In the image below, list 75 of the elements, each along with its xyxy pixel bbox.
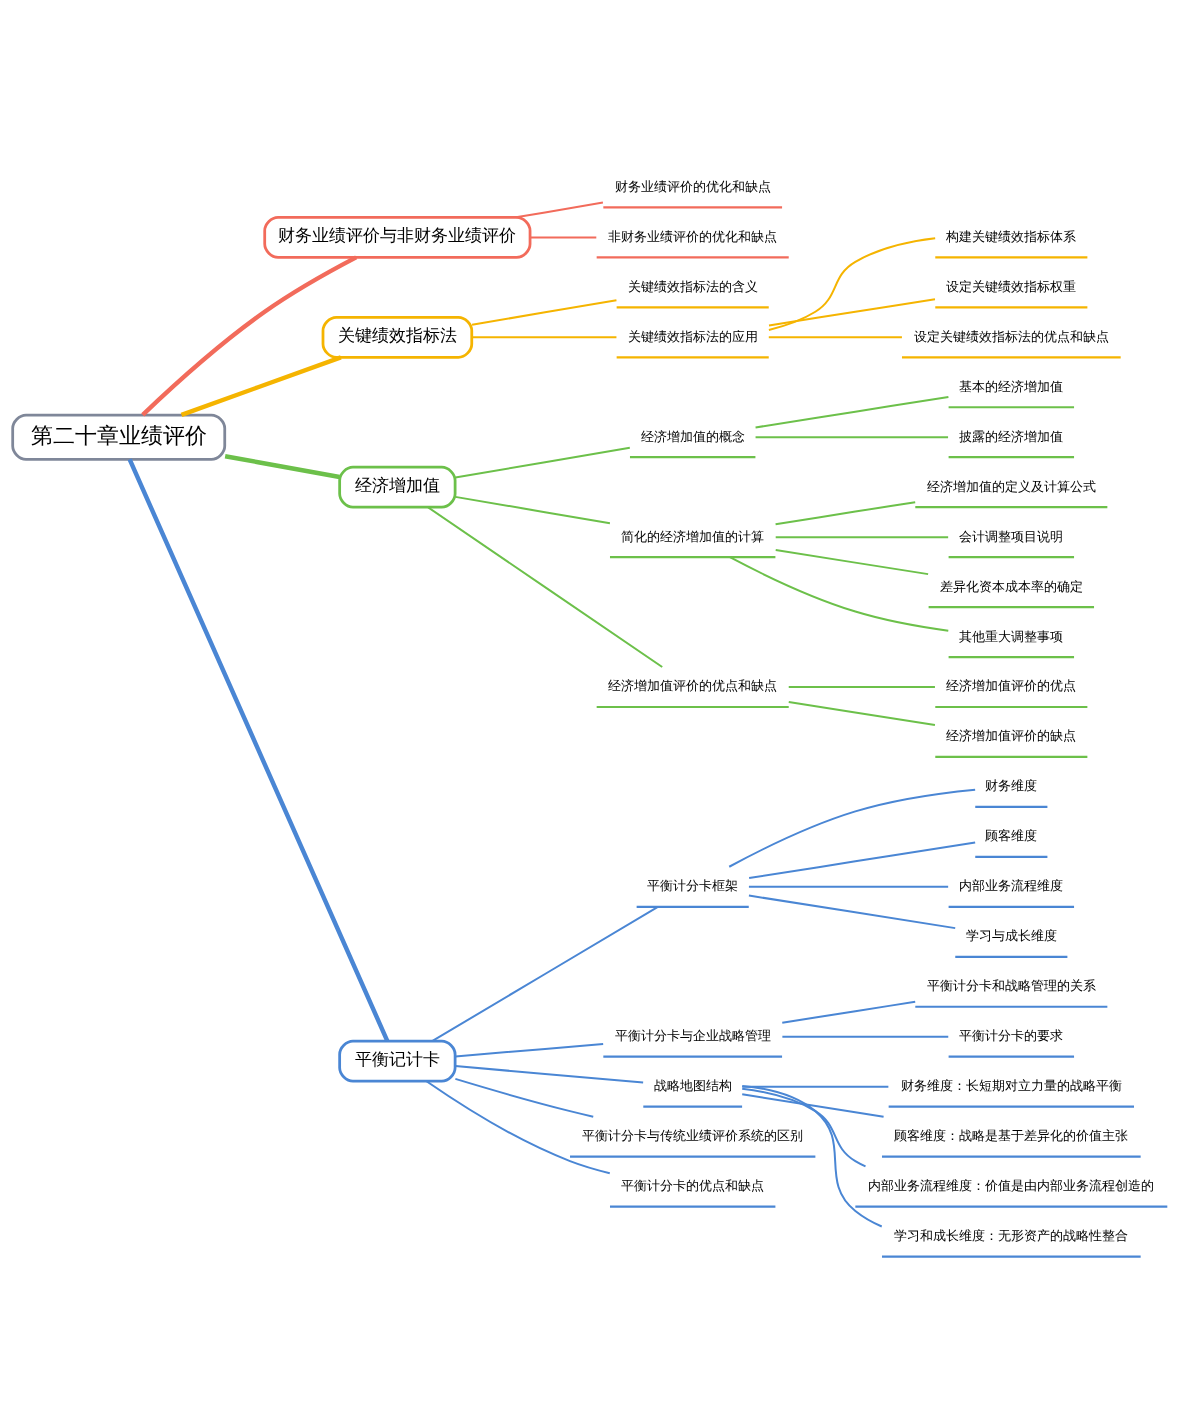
- node-text: 平衡计分卡的要求: [959, 1027, 1064, 1043]
- node-box: 平衡记计卡: [338, 1039, 457, 1083]
- node-text: 关键绩效指标法的应用: [627, 328, 758, 344]
- node-text: 关键绩效指标法的含义: [627, 278, 758, 294]
- connector: [427, 505, 664, 668]
- connector: [748, 840, 977, 879]
- connector: [754, 435, 950, 438]
- connector: [741, 1085, 890, 1088]
- connector: [754, 395, 950, 428]
- node-text: 财务维度: [985, 777, 1038, 793]
- connector: [787, 685, 936, 688]
- node-text: 差异化资本成本率的确定: [939, 578, 1083, 594]
- connector: [471, 298, 618, 326]
- node-text: 构建关键绩效指标体系: [946, 228, 1077, 244]
- node-text: 平衡计分卡框架: [647, 877, 739, 893]
- node-text: 设定关键绩效指标法的优点和缺点: [913, 328, 1109, 344]
- connector: [224, 453, 340, 479]
- node-text: 平衡计分卡的优点和缺点: [621, 1177, 765, 1193]
- node-box: 财务业绩评价与非财务业绩评价: [263, 215, 532, 259]
- node-text: 战略地图结构: [653, 1077, 732, 1093]
- node-text: 经济增加值评价的优点和缺点: [608, 677, 778, 693]
- node-text: 平衡计分卡和战略管理的关系: [926, 977, 1096, 993]
- node-box: 关键绩效指标法: [321, 315, 474, 359]
- connector: [747, 885, 950, 888]
- connector: [454, 1077, 595, 1118]
- node-text: 财务维度：长短期对立力量的战略平衡: [900, 1077, 1122, 1093]
- connector: [781, 1000, 917, 1024]
- node-text: 内部业务流程维度：价值是由内部业务流程创造的: [868, 1177, 1155, 1193]
- connector: [774, 535, 950, 538]
- connector: [127, 458, 390, 1042]
- node-text: 经济增加值的概念: [640, 428, 745, 444]
- connector: [141, 254, 358, 416]
- node-text: 学习与成长维度: [965, 927, 1057, 943]
- connector: [515, 201, 604, 218]
- connector: [454, 446, 631, 478]
- node-box: 第二十章业绩评价: [11, 413, 227, 461]
- node-text: 简化的经济增加值的计算: [621, 528, 765, 544]
- connector: [768, 297, 936, 326]
- node-text: 会计调整项目说明: [959, 528, 1064, 544]
- node-text: 内部业务流程维度: [959, 877, 1064, 893]
- connector: [774, 548, 930, 575]
- connector: [728, 555, 950, 632]
- node-text: 平衡计分卡与传统业绩评价系统的区别: [582, 1127, 804, 1143]
- connector: [454, 1064, 645, 1083]
- connector: [774, 500, 917, 525]
- connector: [741, 1084, 883, 1227]
- connector: [741, 1087, 867, 1167]
- node-text: 财务业绩评价的优化和缺点: [614, 178, 771, 194]
- connector: [180, 354, 342, 417]
- connector: [781, 1035, 950, 1038]
- connector: [741, 1092, 885, 1118]
- node-text: 设定关键绩效指标权重: [946, 278, 1077, 294]
- connector: [431, 905, 659, 1042]
- connector: [728, 788, 977, 868]
- node-text: 经济增加值评价的缺点: [946, 727, 1077, 743]
- connector: [454, 1042, 605, 1057]
- node-text: 其他重大调整事项: [959, 628, 1064, 643]
- connector: [471, 335, 618, 338]
- node-text: 学习和成长维度：无形资产的战略性整合: [894, 1227, 1129, 1243]
- connector: [529, 235, 598, 238]
- connector: [767, 236, 937, 331]
- node-text: 平衡计分卡与企业战略管理: [614, 1027, 771, 1043]
- node-box: 经济增加值: [338, 465, 457, 509]
- node-text: 经济增加值的定义及计算公式: [926, 478, 1096, 494]
- node-text: 经济增加值评价的优点: [946, 677, 1077, 693]
- connector: [747, 894, 957, 929]
- connector: [787, 700, 936, 726]
- node-text: 基本的经济增加值: [959, 378, 1064, 394]
- node-text: 顾客维度：战略是基于差异化的价值主张: [894, 1127, 1129, 1143]
- connector: [454, 495, 611, 524]
- node-text: 披露的经济增加值: [959, 428, 1064, 444]
- connector: [767, 335, 903, 338]
- node-text: 顾客维度: [985, 827, 1038, 843]
- node-text: 非财务业绩评价的优化和缺点: [608, 228, 778, 244]
- connector: [425, 1079, 611, 1174]
